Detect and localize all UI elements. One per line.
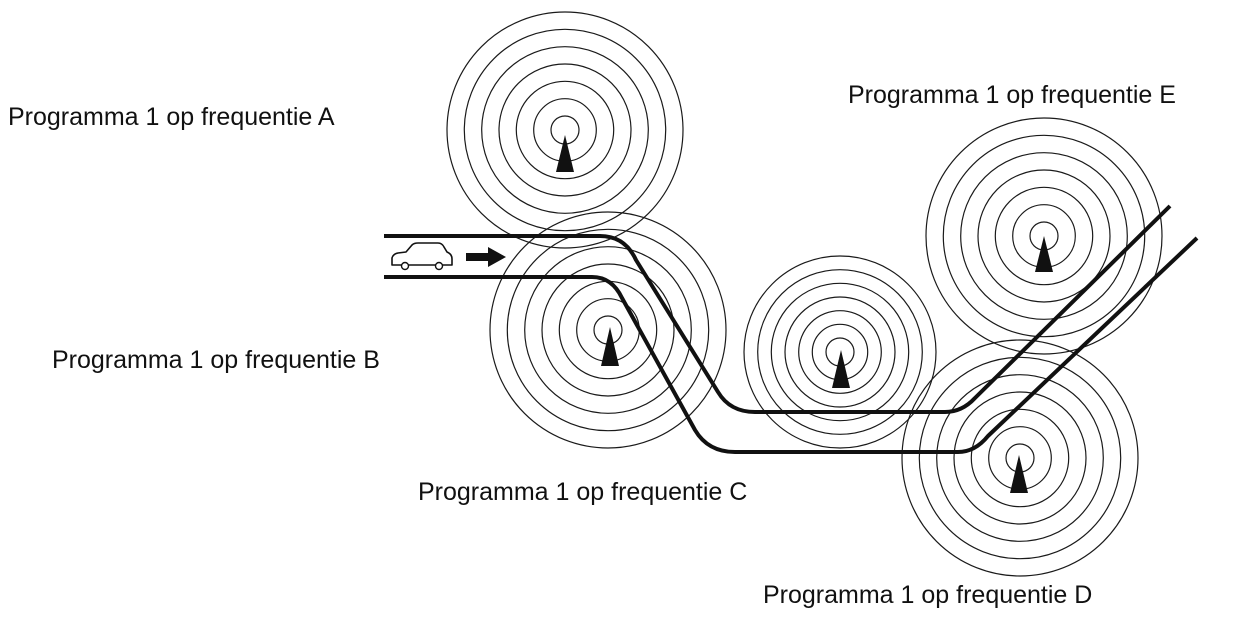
coverage-ring — [936, 374, 1104, 542]
road-lower-edge — [384, 236, 1199, 454]
coverage-ring — [977, 169, 1111, 303]
coverage-ring — [481, 46, 649, 214]
coverage-ring — [960, 152, 1128, 320]
coverage-ring — [953, 391, 1087, 525]
coverage-area-a — [446, 11, 684, 249]
coverage-ring — [498, 63, 632, 197]
transmitter-mast-icon — [601, 327, 619, 366]
coverage-ring — [918, 356, 1122, 560]
transmitter-mast-icon — [1035, 236, 1053, 272]
coverage-ring — [770, 282, 910, 422]
coverage-ring — [798, 310, 882, 394]
coverage-ring — [524, 246, 692, 414]
label-frequency-e: Programma 1 op frequentie E — [848, 81, 1176, 109]
coverage-ring — [515, 80, 615, 180]
coverage-ring — [506, 228, 710, 432]
coverage-ring — [942, 134, 1146, 338]
coverage-ring — [463, 28, 667, 232]
coverage-ring — [541, 263, 675, 397]
label-frequency-d: Programma 1 op frequentie D — [763, 581, 1092, 609]
coverage-ring — [446, 11, 684, 249]
coverage-ring — [970, 408, 1070, 508]
coverage-ring — [925, 117, 1163, 355]
coverage-ring — [757, 269, 923, 435]
coverage-area-b — [489, 211, 727, 449]
car-icon — [391, 242, 453, 271]
coverage-ring — [489, 211, 727, 449]
transmitter-mast-icon — [556, 135, 574, 172]
coverage-ring — [994, 186, 1094, 286]
arrow-right-icon — [466, 247, 506, 267]
label-frequency-c: Programma 1 op frequentie C — [418, 478, 747, 506]
coverage-ring — [743, 255, 937, 449]
road-upper-edge — [384, 204, 1172, 414]
coverage-area-c — [743, 255, 937, 449]
coverage-ring — [901, 339, 1139, 577]
label-frequency-a: Programma 1 op frequentie A — [8, 103, 335, 131]
transmitter-mast-icon — [1010, 455, 1028, 493]
coverage-area-d — [901, 339, 1139, 577]
coverage-area-e — [925, 117, 1163, 355]
label-frequency-b: Programma 1 op frequentie B — [52, 346, 380, 374]
transmitter-mast-icon — [832, 350, 850, 388]
coverage-ring — [784, 296, 896, 408]
